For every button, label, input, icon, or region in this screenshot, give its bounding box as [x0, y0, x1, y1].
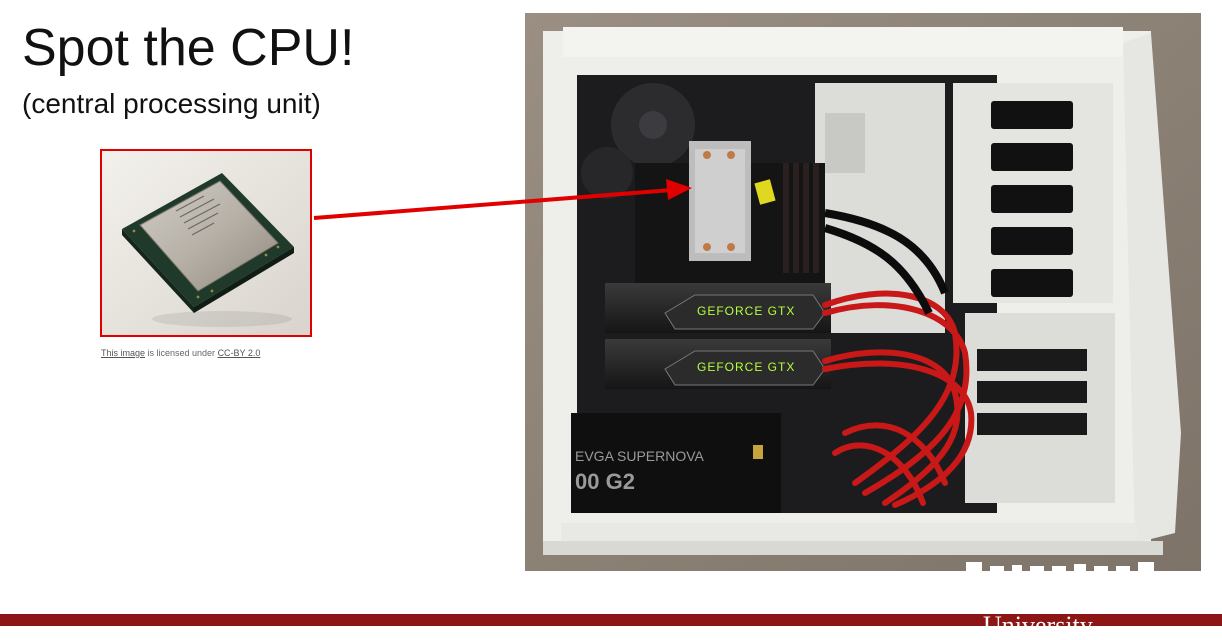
slide-title: Spot the CPU! — [22, 19, 355, 77]
slide-subtitle: (central processing unit) — [22, 88, 321, 119]
footer-text: University — [983, 611, 1093, 640]
credit-link-license[interactable]: CC-BY 2.0 — [217, 348, 261, 358]
cpu-illustration — [102, 151, 310, 335]
gpu-label-2: GEFORCE GTX — [697, 360, 795, 374]
university-wordmark-fragment — [966, 562, 1154, 573]
cpu-photo — [100, 149, 312, 337]
pc-case-illustration: GEFORCE GTX GEFORCE GTX EVGA SUPERNOVA 0… — [525, 13, 1201, 571]
gpu-label-1: GEFORCE GTX — [697, 304, 795, 318]
image-credit: This image is licensed under CC-BY 2.0 — [101, 348, 260, 358]
credit-text: is licensed under — [145, 348, 218, 358]
psu-label: EVGA SUPERNOVA — [575, 448, 705, 464]
pc-case-photo: GEFORCE GTX GEFORCE GTX EVGA SUPERNOVA 0… — [525, 13, 1201, 571]
credit-link-image[interactable]: This image — [101, 348, 146, 358]
footer-bar — [0, 614, 1222, 626]
psu-model: 00 G2 — [575, 469, 635, 494]
